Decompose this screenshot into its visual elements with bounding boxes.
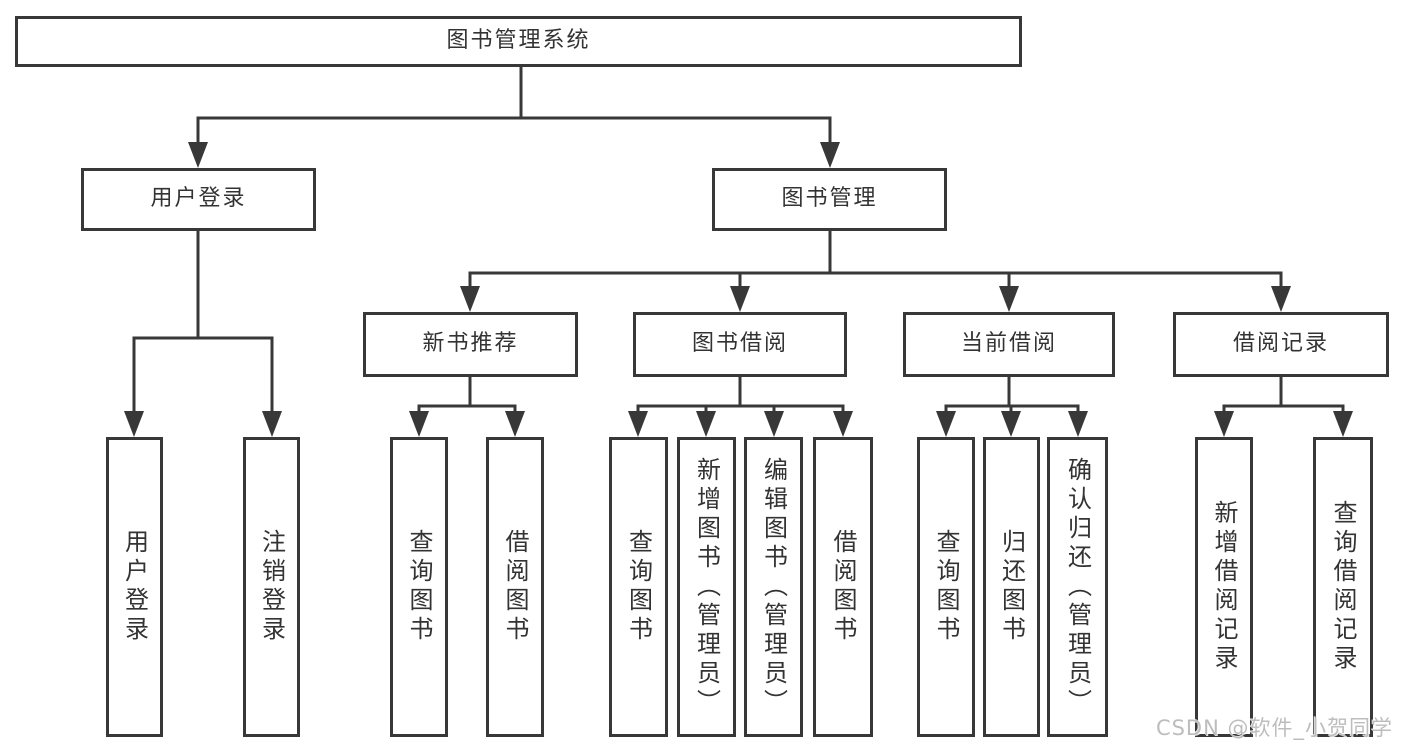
leaf-confirm-return-admin: 确认归还（管理员） [1047,437,1108,737]
leaf-query-books-borrow: 查询图书 [609,437,668,737]
node-label: 归还图书 [997,529,1026,645]
watermark: CSDN @软件_小贺同学 [1155,716,1393,740]
node-label: 图书管理系统 [446,28,591,54]
node-label: 借阅记录 [1232,331,1329,357]
leaf-query-books-current: 查询图书 [917,437,975,737]
leaf-return-book: 归还图书 [983,437,1040,737]
leaf-logout: 注销登录 [243,437,300,737]
node-new-book-recommend: 新书推荐 [363,312,578,377]
node-label: 借阅图书 [501,529,529,645]
leaf-edit-book-admin: 编辑图书（管理员） [744,437,803,737]
node-label: 注销登录 [257,529,286,645]
node-label: 图书借阅 [691,331,788,357]
node-label: 确认归还（管理员） [1063,456,1092,718]
leaf-borrow-books-recommend: 借阅图书 [486,437,544,737]
leaf-query-borrow-record: 查询借阅记录 [1313,437,1373,737]
node-library-management-system: 图书管理系统 [15,16,1022,67]
node-label: 新增图书（管理员） [692,456,721,718]
node-label: 借阅图书 [829,529,857,645]
node-user-login: 用户登录 [81,168,316,231]
leaf-query-books-recommend: 查询图书 [390,437,448,737]
node-label: 用户登录 [120,529,149,645]
node-label: 当前借阅 [960,331,1057,357]
node-book-borrow: 图书借阅 [633,312,847,377]
node-label: 新书推荐 [422,331,519,357]
leaf-user-login: 用户登录 [106,437,163,737]
node-label: 图书管理 [781,186,878,212]
node-label: 查询图书 [932,529,960,645]
node-label: 新增借阅记录 [1210,500,1238,674]
node-label: 查询图书 [405,529,433,645]
node-label: 查询借阅记录 [1329,500,1357,674]
node-label: 编辑图书（管理员） [759,456,788,718]
leaf-add-borrow-record: 新增借阅记录 [1195,437,1253,737]
node-label: 用户登录 [150,186,247,212]
node-borrow-records: 借阅记录 [1173,312,1389,377]
leaf-add-book-admin: 新增图书（管理员） [677,437,736,737]
node-book-management: 图书管理 [712,168,947,231]
leaf-borrow-books: 借阅图书 [813,437,873,737]
node-label: 查询图书 [624,529,653,645]
node-current-borrow: 当前借阅 [903,312,1115,377]
